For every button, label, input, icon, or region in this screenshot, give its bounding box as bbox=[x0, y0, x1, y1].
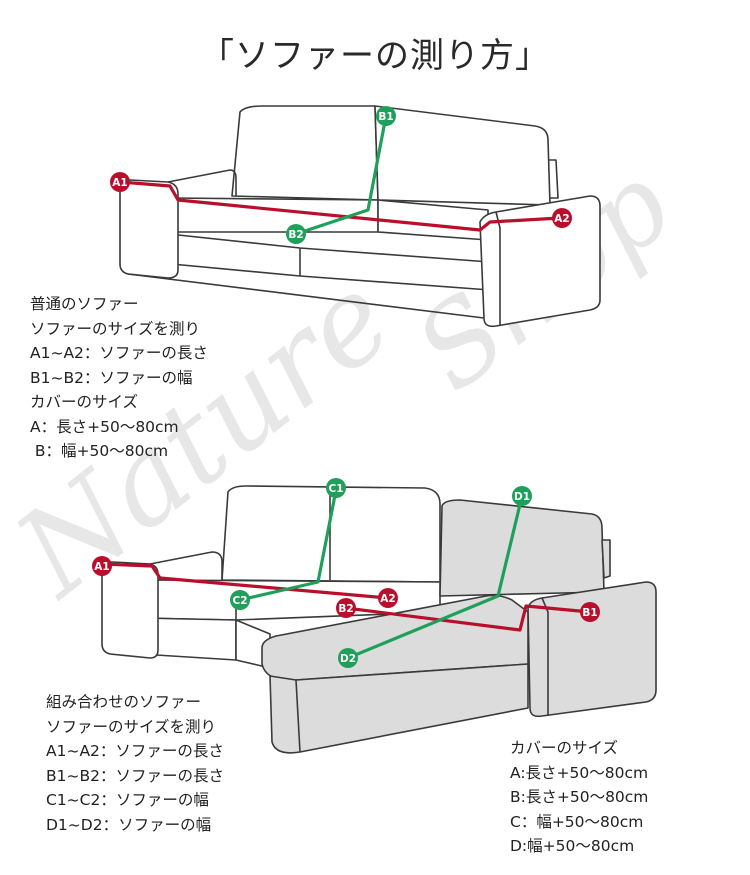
combo-line-a bbox=[100, 562, 390, 600]
instruction-line: D:幅+50～80cm bbox=[510, 837, 635, 855]
svg-text:A2: A2 bbox=[380, 593, 395, 605]
marker-combo-d2: D2 bbox=[338, 648, 358, 668]
svg-text:C1: C1 bbox=[328, 483, 343, 495]
instruction-line: A:長さ+50～80cm bbox=[510, 763, 649, 782]
instruction-line: A1~A2：ソファーの長さ bbox=[46, 742, 224, 760]
normal-sofa-drawing bbox=[119, 105, 601, 328]
svg-text:B1: B1 bbox=[378, 111, 393, 123]
instruction-line: 普通のソファー bbox=[30, 295, 139, 313]
instruction-line: ソファーのサイズを測り bbox=[46, 717, 217, 736]
marker-combo-b2: B2 bbox=[336, 598, 356, 618]
markers: A1 A2 B1 B2 A1 A2 B1 B2 C1 C2 D1 D2 bbox=[92, 106, 600, 668]
normal-line-a bbox=[119, 180, 562, 232]
svg-text:C2: C2 bbox=[232, 595, 247, 607]
marker-combo-b1: B1 bbox=[580, 602, 600, 622]
instruction-line: C：幅+50～80cm bbox=[510, 812, 644, 831]
marker-normal-b1: B1 bbox=[376, 106, 396, 126]
normal-line-b bbox=[294, 114, 388, 236]
marker-combo-c1: C1 bbox=[326, 478, 346, 498]
svg-text:A1: A1 bbox=[94, 561, 109, 573]
instruction-line: B1~B2：ソファーの幅 bbox=[30, 368, 193, 387]
marker-combo-a1: A1 bbox=[92, 556, 112, 576]
marker-combo-a2: A2 bbox=[378, 588, 398, 608]
svg-text:A1: A1 bbox=[112, 177, 127, 189]
marker-combo-d1: D1 bbox=[512, 486, 532, 506]
instruction-line: A：長さ+50～80cm bbox=[30, 417, 179, 436]
combo-line-c bbox=[238, 488, 338, 602]
marker-combo-c2: C2 bbox=[230, 590, 250, 610]
normal-sofa-instructions: 普通のソファー ソファーのサイズを測り A1~A2：ソファーの長さ B1~B2：… bbox=[30, 292, 208, 464]
cover-size-instructions: カバーのサイズ A:長さ+50～80cm B:長さ+50～80cm C：幅+50… bbox=[510, 736, 648, 859]
svg-text:D1: D1 bbox=[514, 491, 530, 503]
marker-normal-a2: A2 bbox=[552, 208, 572, 228]
instruction-line: B1~B2：ソファーの長さ bbox=[46, 766, 224, 785]
marker-normal-b2: B2 bbox=[286, 224, 306, 244]
combo-line-b bbox=[344, 604, 592, 632]
combo-sofa-instructions: 組み合わせのソファー ソファーのサイズを測り A1~A2：ソファーの長さ B1~… bbox=[46, 690, 224, 837]
instruction-line: B：幅+50～80cm bbox=[30, 442, 169, 460]
instruction-line: C1~C2：ソファーの幅 bbox=[46, 791, 209, 809]
combo-measure-lines bbox=[100, 488, 592, 660]
instruction-line: D1~D2：ソファーの幅 bbox=[46, 815, 212, 834]
instruction-line: 組み合わせのソファー bbox=[46, 693, 202, 711]
combo-line-d bbox=[346, 494, 524, 660]
instruction-line: カバーのサイズ bbox=[510, 739, 619, 757]
svg-text:D2: D2 bbox=[340, 653, 356, 665]
svg-text:B1: B1 bbox=[582, 607, 597, 619]
normal-measure-lines bbox=[119, 114, 562, 236]
instruction-line: カバーのサイズ bbox=[30, 393, 139, 411]
svg-text:A2: A2 bbox=[554, 213, 569, 225]
instruction-line: B:長さ+50～80cm bbox=[510, 788, 649, 806]
marker-normal-a1: A1 bbox=[110, 172, 130, 192]
page-title: 「ソファーの測り方」 bbox=[200, 36, 550, 76]
svg-text:B2: B2 bbox=[288, 229, 303, 241]
instruction-line: A1~A2：ソファーの長さ bbox=[30, 344, 208, 362]
svg-text:B2: B2 bbox=[338, 603, 353, 615]
instruction-line: ソファーのサイズを測り bbox=[30, 319, 201, 338]
